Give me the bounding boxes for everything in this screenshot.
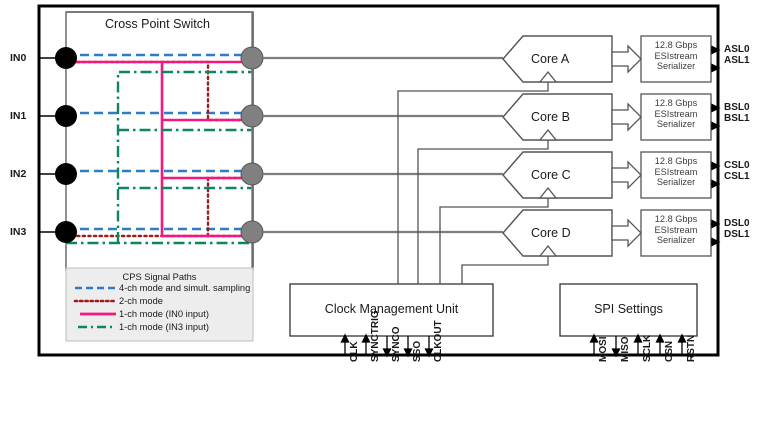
legend-panel xyxy=(65,267,254,342)
cps-output-node-d xyxy=(240,220,264,244)
path-1ch-mode-in0 xyxy=(66,60,252,238)
cross-point-switch-box xyxy=(65,11,254,271)
pin-label-csn: CSN xyxy=(664,340,675,362)
input-nodes xyxy=(55,47,77,243)
legend-title: CPS Signal Paths xyxy=(122,272,197,282)
spi-settings-box xyxy=(559,283,698,337)
output-asl1: ASL1 xyxy=(724,55,750,66)
serializer-c-line2: ESIstream xyxy=(654,166,698,177)
legend-item-4ch-label: 4-ch mode and simult. sampling xyxy=(119,283,251,293)
core-label-b: Core B xyxy=(531,110,570,124)
serializer-box-c xyxy=(640,151,712,199)
serializer-label-b: 12.8 Gbps ESIstream Serializer xyxy=(641,98,711,130)
serializer-c-line3: Serializer xyxy=(656,177,696,187)
pin-label-sso: SSO xyxy=(412,340,423,362)
output-csl1: CSL1 xyxy=(724,171,750,182)
input-arrows xyxy=(39,57,56,233)
core-label-a: Core A xyxy=(531,52,570,66)
legend-swatches xyxy=(73,286,118,329)
serializer-b-line1: 12.8 Gbps xyxy=(654,98,698,108)
serializer-d-line3: Serializer xyxy=(656,235,696,245)
pin-label-mosi: MOSI xyxy=(598,336,609,362)
serializer-label-c: 12.8 Gbps ESIstream Serializer xyxy=(641,156,711,188)
core-block-b xyxy=(502,93,613,141)
core-blocks xyxy=(502,35,613,257)
pin-label-clkout: CLKOUT xyxy=(433,320,444,362)
serializer-d-line1: 12.8 Gbps xyxy=(654,214,698,224)
cmu-pin-wires xyxy=(340,333,434,358)
cmu-clock-distribution xyxy=(397,82,549,284)
input-node-in0 xyxy=(55,47,77,69)
chip-boundary xyxy=(37,4,720,357)
input-label-in0: IN0 xyxy=(10,52,27,64)
legend-item-1ch-in3-label: 1-ch mode (IN3 input) xyxy=(119,322,209,332)
cross-point-switch-title: Cross Point Switch xyxy=(105,17,210,31)
output-csl0: CSL0 xyxy=(724,160,750,171)
spi-pin-wires xyxy=(589,333,687,358)
output-label-d: DSL0 DSL1 xyxy=(724,218,750,240)
pin-label-synctrig: SYNCTRIG xyxy=(370,310,381,362)
serializer-output-arrows xyxy=(711,45,721,247)
serializer-b-line2: ESIstream xyxy=(654,108,698,119)
path-4ch-mode xyxy=(66,53,252,231)
clock-management-unit-label: Clock Management Unit xyxy=(324,302,459,316)
serializer-label-a: 12.8 Gbps ESIstream Serializer xyxy=(641,40,711,72)
cps-output-node-b xyxy=(240,104,264,128)
output-label-a: ASL0 ASL1 xyxy=(724,44,750,66)
input-node-in1 xyxy=(55,105,77,127)
serializer-a-line1: 12.8 Gbps xyxy=(654,40,698,50)
spi-settings-label: SPI Settings xyxy=(594,302,663,316)
serializer-box-b xyxy=(640,93,712,141)
path-2ch-mode xyxy=(64,60,254,238)
core-block-c xyxy=(502,151,613,199)
serializer-box-a xyxy=(640,35,712,83)
serializer-boxes xyxy=(640,35,712,257)
serializer-box-d xyxy=(640,209,712,257)
serializer-label-d: 12.8 Gbps ESIstream Serializer xyxy=(641,214,711,246)
serializer-b-line3: Serializer xyxy=(656,119,696,129)
serializer-a-line3: Serializer xyxy=(656,61,696,71)
input-label-in3: IN3 xyxy=(10,226,27,238)
pin-label-synco: SYNCO xyxy=(391,326,402,362)
input-node-in3 xyxy=(55,221,77,243)
output-dsl0: DSL0 xyxy=(724,218,750,229)
pin-label-clk: CLK xyxy=(349,341,360,362)
cps-to-core-wires xyxy=(263,56,503,234)
output-dsl1: DSL1 xyxy=(724,229,750,240)
pin-label-rstn: RSTN xyxy=(686,334,697,362)
output-label-b: BSL0 BSL1 xyxy=(724,102,750,124)
output-label-c: CSL0 CSL1 xyxy=(724,160,750,182)
serializer-d-line2: ESIstream xyxy=(654,224,698,235)
cps-output-node-c xyxy=(240,162,264,186)
serializer-c-line1: 12.8 Gbps xyxy=(654,156,698,166)
output-bsl1: BSL1 xyxy=(724,113,750,124)
input-arrowheads xyxy=(56,54,62,236)
core-block-d xyxy=(502,209,613,257)
input-label-in1: IN1 xyxy=(10,110,27,122)
core-block-a xyxy=(502,35,613,83)
serializer-a-line2: ESIstream xyxy=(654,50,698,61)
path-1ch-mode-in3 xyxy=(66,70,252,245)
core-label-c: Core C xyxy=(531,168,571,182)
input-label-in2: IN2 xyxy=(10,168,27,180)
input-node-in2 xyxy=(55,163,77,185)
output-bsl0: BSL0 xyxy=(724,102,750,113)
pin-label-miso: MISO xyxy=(620,336,631,362)
legend-item-2ch-label: 2-ch mode xyxy=(119,296,163,306)
clock-management-unit-box xyxy=(289,283,494,337)
core-label-d: Core D xyxy=(531,226,571,240)
cps-output-node-a xyxy=(240,46,264,70)
legend-item-1ch-in0-label: 1-ch mode (IN0 input) xyxy=(119,309,209,319)
core-to-serializer-arrows xyxy=(611,44,642,248)
output-asl0: ASL0 xyxy=(724,44,750,55)
pin-label-sclk: SCLK xyxy=(642,334,653,362)
